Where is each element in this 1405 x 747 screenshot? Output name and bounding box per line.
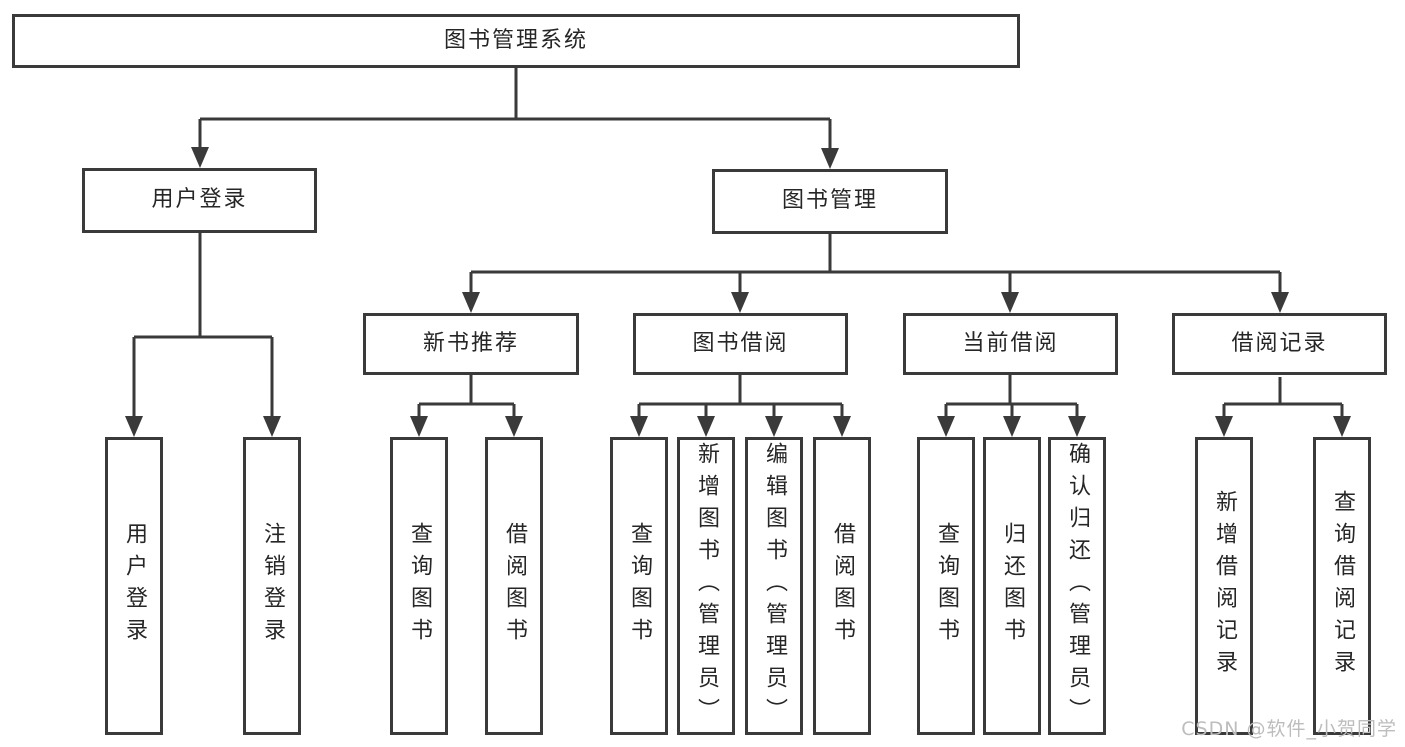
connector-book-mgmt-children [469,234,1282,295]
arrow-down-icon [191,147,209,168]
leaf-borrow-books: 借阅图书 [813,437,871,735]
leaf-confirm-return-admin: 确认归还（管理员） [1048,437,1106,735]
leaf-return-books: 归还图书 [983,437,1041,735]
connector-root-to-level2 [198,68,832,151]
arrow-down-icon [263,416,281,437]
node-label: 查询借阅记录 [1330,490,1355,682]
arrow-down-icon [1271,292,1289,313]
leaf-logout: 注销登录 [243,437,301,735]
arrow-down-icon [410,416,428,437]
leaf-edit-book-admin: 编辑图书（管理员） [745,437,803,735]
node-label: 当前借阅 [962,330,1059,356]
arrow-down-icon [630,416,648,437]
node-label: 图书借阅 [692,330,789,356]
node-library-system: 图书管理系统 [12,14,1020,68]
arrow-down-icon [1215,416,1233,437]
connector-borrow-records-children [1222,377,1344,419]
node-label: 图书管理 [781,188,878,214]
leaf-borrow-books-recommend: 借阅图书 [485,437,543,735]
arrow-down-icon [937,416,955,437]
node-label: 查询图书 [407,522,432,650]
arrow-down-icon [697,416,715,437]
leaf-add-book-admin: 新增图书（管理员） [677,437,735,735]
arrow-down-icon [1001,292,1019,313]
arrow-down-icon [1003,416,1021,437]
leaf-query-borrow-record: 查询借阅记录 [1313,437,1371,735]
node-new-book-recommend: 新书推荐 [363,313,579,375]
connector-user-login-children [132,233,274,420]
node-label: 查询图书 [934,522,959,650]
node-label: 查询图书 [627,522,652,650]
arrow-down-icon [1333,416,1351,437]
leaf-query-books-recommend: 查询图书 [390,437,448,735]
leaf-user-login: 用户登录 [105,437,163,735]
node-user-login: 用户登录 [82,168,317,233]
node-label: 新书推荐 [422,330,519,356]
leaf-query-books-current: 查询图书 [917,437,975,735]
arrow-down-icon [821,148,839,169]
leaf-add-borrow-record: 新增借阅记录 [1195,437,1253,735]
node-label: 注销登录 [260,522,285,650]
arrow-down-icon [833,416,851,437]
leaf-query-books-borrow: 查询图书 [610,437,668,735]
node-label: 用户登录 [122,522,147,650]
node-label: 用户登录 [151,187,248,213]
node-label: 新增图书（管理员） [694,442,719,730]
arrow-down-icon [462,292,480,313]
connector-current-borrow-children [944,375,1079,419]
node-label: 借阅图书 [830,522,855,650]
node-label: 新增借阅记录 [1212,490,1237,682]
node-label: 确认归还（管理员） [1065,442,1090,730]
arrow-down-icon [731,292,749,313]
watermark-csdn: CSDN @软件_小贺同学 [1181,718,1397,740]
arrow-down-icon [125,416,143,437]
node-book-borrowing: 图书借阅 [633,313,848,375]
node-label: 编辑图书（管理员） [762,442,787,730]
node-label: 借阅图书 [502,522,527,650]
arrow-down-icon [1068,416,1086,437]
node-book-management: 图书管理 [712,169,948,234]
node-label: 图书管理系统 [443,27,588,53]
node-label: 借阅记录 [1231,330,1328,356]
arrow-down-icon [765,416,783,437]
node-label: 归还图书 [1000,522,1025,650]
connector-new-book-children [417,375,516,419]
connector-book-borrow-children [637,375,844,419]
node-borrow-records: 借阅记录 [1172,313,1387,375]
arrow-down-icon [505,416,523,437]
node-current-borrowing: 当前借阅 [903,313,1118,375]
